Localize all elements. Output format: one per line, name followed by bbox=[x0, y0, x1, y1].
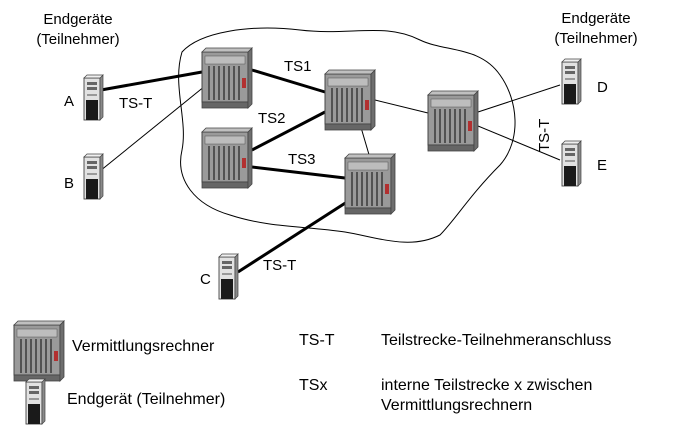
link-ts3 bbox=[251, 165, 346, 180]
legend-tst-term: TS-T bbox=[299, 332, 335, 349]
terminal-b-label: B bbox=[64, 175, 74, 192]
legend-tsx-desc-line1: interne Teilstrecke x zwischen bbox=[381, 377, 593, 394]
terminal-d-label: D bbox=[597, 79, 608, 96]
terminal-b-icon bbox=[83, 153, 104, 200]
switch-1-icon bbox=[201, 47, 253, 109]
left-header-line2: (Teilnehmer) bbox=[36, 31, 119, 48]
link-b bbox=[99, 85, 206, 172]
ts-t-right-label: TS-T bbox=[536, 119, 553, 152]
legend-terminal-icon bbox=[25, 378, 46, 425]
terminal-e-label: E bbox=[597, 157, 607, 174]
switch-4-icon bbox=[344, 153, 396, 215]
switch-3-icon bbox=[201, 127, 253, 189]
terminal-d-icon bbox=[561, 58, 582, 105]
ts2-label: TS2 bbox=[258, 110, 286, 127]
terminal-c-label: C bbox=[200, 271, 211, 288]
terminal-c-icon bbox=[218, 253, 239, 300]
switch-5-icon bbox=[427, 90, 479, 152]
terminal-a-icon bbox=[83, 74, 104, 121]
ts-t-c-label: TS-T bbox=[263, 257, 296, 274]
legend-tsx-term: TSx bbox=[299, 377, 328, 394]
ts3-label: TS3 bbox=[288, 151, 316, 168]
link-ts-t-a bbox=[100, 70, 203, 92]
link-d bbox=[477, 84, 561, 113]
legend-tsx-desc-line2: Vermittlungsrechnern bbox=[381, 397, 533, 414]
right-header-line1: Endgeräte bbox=[561, 10, 630, 27]
right-header-line2: (Teilnehmer) bbox=[554, 30, 637, 47]
switch-2-icon bbox=[324, 69, 376, 131]
legend-switch-icon bbox=[13, 320, 65, 382]
link-e bbox=[477, 125, 561, 161]
terminal-a-label: A bbox=[64, 93, 74, 110]
legend-tst-desc: Teilstrecke-Teilnehmeranschluss bbox=[381, 332, 612, 349]
link-ts-t-c bbox=[237, 198, 351, 274]
legend-switch-label: Vermittlungsrechner bbox=[72, 338, 215, 355]
network-boundary bbox=[178, 27, 516, 243]
link-ts1 bbox=[251, 68, 326, 94]
ts1-label: TS1 bbox=[284, 58, 312, 75]
link-s2-s5 bbox=[374, 99, 429, 114]
link-ts2 bbox=[251, 110, 326, 152]
legend-terminal-label: Endgerät (Teilnehmer) bbox=[67, 391, 226, 408]
ts-t-a-label: TS-T bbox=[119, 95, 152, 112]
left-header-line1: Endgeräte bbox=[43, 11, 112, 28]
terminal-e-icon bbox=[561, 140, 582, 187]
